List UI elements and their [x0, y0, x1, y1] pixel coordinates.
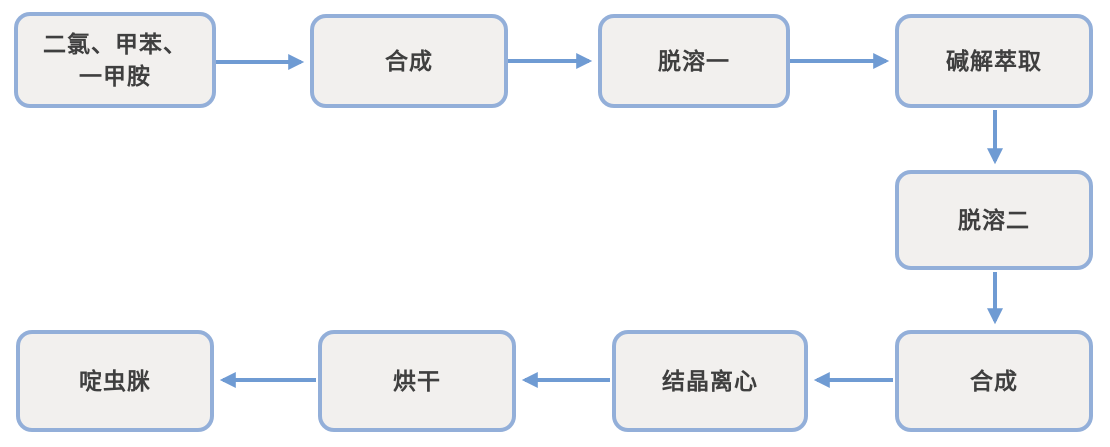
node-alkaline-extraction: 碱解萃取 [895, 14, 1093, 108]
node-acetamiprid: 啶虫脒 [16, 330, 214, 432]
node-raw-materials: 二氯、甲苯、 一甲胺 [14, 12, 216, 108]
node-synthesis-1: 合成 [310, 14, 508, 108]
node-drying: 烘干 [318, 330, 516, 432]
node-desolvation-1: 脱溶一 [598, 14, 790, 108]
node-crystallization-centrifugation: 结晶离心 [612, 330, 808, 432]
node-desolvation-2: 脱溶二 [895, 170, 1093, 270]
node-synthesis-2: 合成 [895, 330, 1093, 432]
